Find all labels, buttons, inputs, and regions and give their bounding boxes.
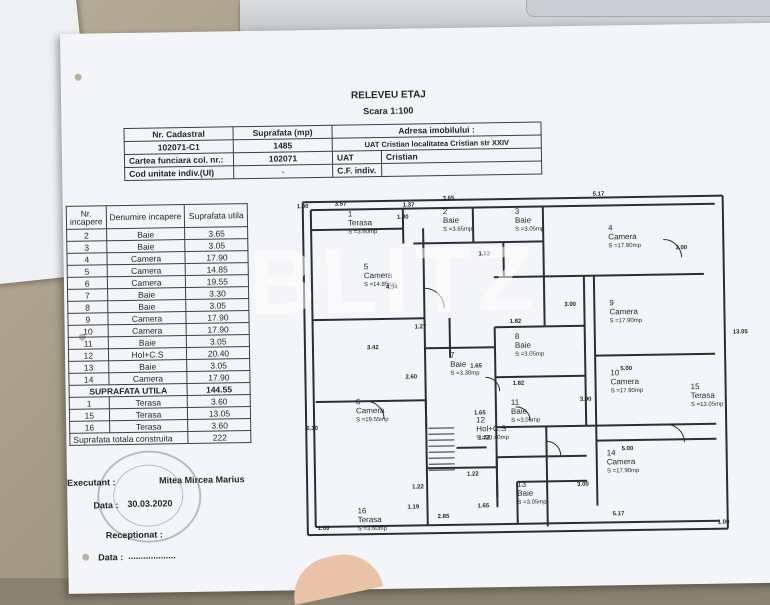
dimension-label: 1.00 bbox=[397, 215, 409, 221]
dimension-label: 3.57 bbox=[335, 202, 347, 208]
dimension-label: 3.65 bbox=[443, 196, 455, 202]
dimension-label: 2.85 bbox=[438, 514, 450, 520]
wall-line bbox=[426, 400, 428, 525]
room-label: 13 bbox=[517, 480, 527, 489]
door-swing bbox=[485, 377, 499, 391]
dimension-label: 1.37 bbox=[403, 202, 415, 208]
wall-line bbox=[497, 456, 587, 457]
room-label: Terasa bbox=[691, 391, 716, 400]
room-label: 9 bbox=[609, 298, 614, 307]
wall-line bbox=[584, 276, 586, 426]
wall-line bbox=[497, 457, 498, 497]
room-label: Baie bbox=[515, 341, 532, 350]
room-label: Terasa bbox=[358, 515, 383, 524]
dimension-label: 2.60 bbox=[405, 374, 417, 380]
wall-line bbox=[427, 467, 497, 468]
room-label: Baie bbox=[443, 216, 460, 225]
wall-line bbox=[723, 196, 728, 529]
wall-line bbox=[594, 276, 598, 506]
room-label: Terasa bbox=[348, 218, 373, 227]
room-label: Baie bbox=[511, 407, 528, 416]
wall-line bbox=[425, 347, 495, 348]
blitz-watermark: BLITZ bbox=[248, 227, 540, 337]
room-label: S =17.90mp bbox=[608, 243, 641, 250]
dimension-label: 1.00 bbox=[318, 526, 330, 532]
room-label: S =19.55mp bbox=[356, 417, 389, 424]
room-label: 11 bbox=[511, 398, 520, 407]
wall-line bbox=[595, 354, 715, 356]
wall-line bbox=[311, 204, 715, 210]
dimension-label: 1.65 bbox=[470, 363, 482, 369]
room-label: Camera bbox=[609, 307, 638, 316]
room-label: S =17.90mp bbox=[611, 388, 644, 395]
dimension-label: 5.00 bbox=[622, 446, 634, 452]
room-label: Camera bbox=[608, 232, 637, 241]
dimension-label: 3.00 bbox=[577, 482, 589, 488]
room-label: S =3.60mp bbox=[358, 526, 388, 532]
room-label: 12 bbox=[476, 415, 486, 424]
dimension-label: 5.17 bbox=[613, 511, 625, 517]
room-label: S =13.05mp bbox=[691, 402, 724, 409]
room-label: 7 bbox=[450, 351, 455, 360]
wall-line bbox=[596, 439, 716, 441]
dimension-label: 1.82 bbox=[513, 381, 525, 387]
floor-plan-sheet: RELEVEU ETAJ Scara 1:100 Nr. Cadastral S… bbox=[60, 23, 770, 594]
room-label: 3 bbox=[515, 207, 520, 216]
dimension-label: 1.22 bbox=[412, 484, 424, 490]
dimension-label: 3.42 bbox=[367, 345, 379, 351]
room-label: S =17.90mp bbox=[610, 318, 643, 325]
room-label: Baie bbox=[517, 489, 534, 498]
dimension-label: 3.00 bbox=[564, 302, 576, 308]
room-label: Hol+C.S bbox=[476, 424, 506, 433]
room-label: S =3.05mp bbox=[511, 417, 541, 423]
room-label: 2 bbox=[443, 207, 448, 216]
room-label: Baie bbox=[450, 360, 467, 369]
wall-line bbox=[495, 376, 585, 377]
door-swing bbox=[546, 441, 560, 455]
room-label: S =17.90mp bbox=[607, 468, 640, 475]
laptop-touchpad bbox=[526, 0, 770, 17]
room-label: 14 bbox=[607, 448, 617, 457]
room-label: S =3.05mp bbox=[515, 351, 545, 357]
dimension-label: 1.65 bbox=[477, 503, 489, 509]
dimension-label: 5.00 bbox=[620, 366, 632, 372]
dimension-label: 1.19 bbox=[407, 504, 419, 510]
dimension-label: 1.65 bbox=[474, 410, 486, 416]
room-label: 8 bbox=[515, 332, 520, 341]
room-label: Baie bbox=[515, 216, 532, 225]
dimension-label: 3.00 bbox=[580, 397, 592, 403]
room-label: 15 bbox=[691, 382, 701, 391]
dimension-label: 1.22 bbox=[467, 471, 479, 477]
dimension-label: 3.00 bbox=[675, 245, 687, 251]
room-label: 4 bbox=[608, 223, 613, 232]
room-label: 16 bbox=[357, 506, 367, 515]
room-label: S =3.30mp bbox=[450, 370, 480, 376]
wall-line bbox=[303, 196, 723, 203]
dimension-label: 1.22 bbox=[478, 435, 490, 441]
room-label: 10 bbox=[610, 368, 620, 377]
wall-line bbox=[496, 424, 716, 427]
room-label: 1 bbox=[348, 209, 353, 218]
dimension-label: 1.00 bbox=[297, 204, 309, 210]
wall-line bbox=[544, 276, 545, 326]
room-label: Camera bbox=[610, 377, 639, 386]
room-label: S =3.05mp bbox=[517, 499, 547, 505]
room-label: Camera bbox=[607, 457, 636, 466]
dimension-label: 6.30 bbox=[306, 426, 318, 432]
wall-line bbox=[543, 206, 544, 276]
dimension-label: 5.17 bbox=[593, 191, 605, 197]
room-label: 6 bbox=[356, 397, 361, 406]
dimension-label: 1.00 bbox=[718, 520, 730, 526]
room-label: Camera bbox=[356, 406, 385, 415]
dimension-label: 13.05 bbox=[733, 329, 749, 335]
